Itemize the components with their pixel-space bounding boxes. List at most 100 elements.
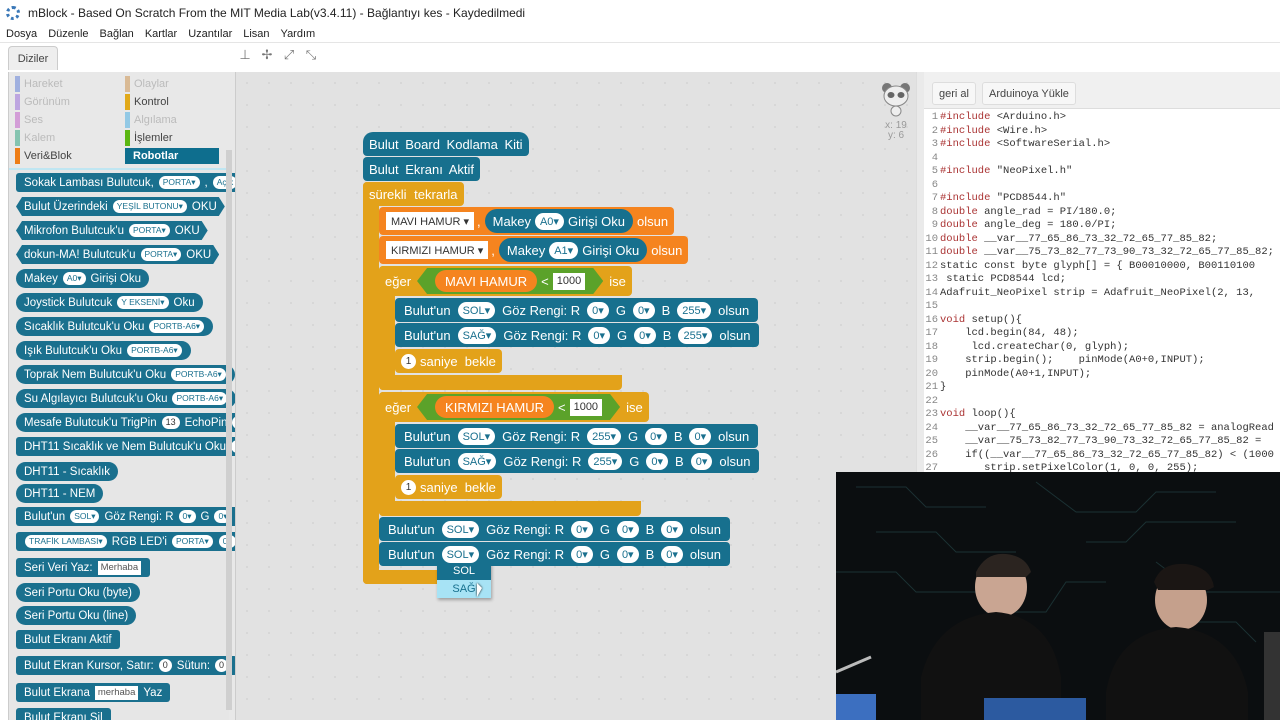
category-görünüm[interactable]: Görünüm [15,94,111,110]
makey-reporter[interactable]: Makey A1▾ Girişi Oku [498,238,648,262]
variable-dropdown[interactable]: MAVI HAMUR ▾ [386,212,475,230]
blue-dropdown[interactable]: 0▾ [689,427,712,445]
category-kontrol[interactable]: Kontrol [125,94,221,110]
menu-duzenle[interactable]: Düzenle [48,27,89,40]
if-kirmizi-block[interactable]: eğer KIRMIZI HAMUR < 1000 ise [379,392,649,422]
block-dropdown[interactable]: YEŞİL BUTONU▾ [113,200,187,213]
palette-block[interactable]: Seri Portu Oku (byte) [16,583,141,602]
green-dropdown[interactable]: 0▾ [616,520,639,538]
block-number-input[interactable]: 12 [232,416,235,429]
wait-block[interactable]: 1 saniye bekle [395,349,502,373]
compare-value[interactable]: 1000 [570,399,602,416]
pin-dropdown[interactable]: A1▾ [549,241,579,259]
block-dropdown[interactable]: PORTB-A6▾ [171,368,226,381]
category-robotlar[interactable]: Robotlar [125,148,219,164]
block-dropdown[interactable]: SOL▾ [70,510,100,523]
green-dropdown[interactable]: 0▾ [616,545,639,563]
shrink-icon[interactable]: ⤡ [305,47,317,62]
red-dropdown[interactable]: 0▾ [571,520,593,538]
green-dropdown[interactable]: 0▾ [634,326,656,344]
category-veri-blok[interactable]: Veri&Blok [15,148,111,164]
block-dropdown[interactable]: Açık [212,176,235,189]
makey-reporter[interactable]: Makey A0▾ Girişi Oku [484,209,634,233]
block-dropdown[interactable]: TRAFİK LAMBASI▾ [25,535,107,548]
undo-button[interactable]: geri al [932,82,976,105]
side-dropdown[interactable]: SOL▾ [441,545,480,563]
screen-on-block[interactable]: Bulut Ekranı Aktif [363,157,480,181]
upload-to-arduino-button[interactable]: Arduinoya Yükle [982,82,1076,105]
side-dropdown[interactable]: SAĞ▾ [457,452,497,470]
block-dropdown[interactable]: Y EKSENİ▾ [117,296,169,309]
hat-block[interactable]: Bulut Board Kodlama Kiti [363,132,529,156]
red-dropdown[interactable]: 255▾ [588,452,623,470]
palette-block[interactable]: DHT11 - NEM [16,484,104,503]
side-dropdown[interactable]: SOL▾ [457,301,496,319]
palette-block[interactable]: Bulut Ekranı Sil [16,708,111,720]
side-dropdown[interactable]: SAĞ▾ [457,326,497,344]
wait-block[interactable]: 1 saniye bekle [395,475,502,499]
block-dropdown[interactable]: PORTB-A6▾ [172,392,228,405]
variable-reporter[interactable]: MAVI HAMUR [435,270,537,292]
menu-kartlar[interactable]: Kartlar [144,27,178,40]
variable-reporter[interactable]: KIRMIZI HAMUR [435,396,554,418]
less-than-operator[interactable]: MAVI HAMUR < 1000 [417,268,603,294]
menu-uzantilar[interactable]: Uzantılar [188,27,233,40]
forever-block[interactable]: sürekli tekrarla [363,182,464,206]
stamp-icon[interactable]: ⊥ [239,47,251,62]
block-dropdown[interactable]: PORTA▾ [158,176,200,189]
red-dropdown[interactable]: 0▾ [587,301,609,319]
palette-block[interactable]: Bulut Ekranı Aktif [16,630,120,649]
palette-block[interactable]: DHT11 - Sıcaklık [16,462,119,481]
green-dropdown[interactable]: 0▾ [645,427,667,445]
blue-dropdown[interactable]: 255▾ [677,301,712,319]
side-dropdown[interactable]: SOL▾ [441,520,480,538]
wait-seconds[interactable]: 1 [401,479,416,495]
stage-divider[interactable] [916,72,924,720]
block-number-input[interactable]: 13 [161,416,180,429]
block-dropdown[interactable]: A0▾ [62,272,86,285]
category-olaylar[interactable]: Olaylar [125,76,221,92]
block-dropdown[interactable]: PORTB-A6▾ [149,320,205,333]
palette-block[interactable]: Sokak Lambası Bulutcuk,PORTA▾,Açık [16,173,235,192]
blue-dropdown[interactable]: 0▾ [690,452,713,470]
red-dropdown[interactable]: 255▾ [587,427,622,445]
tab-diziler[interactable]: Diziler [8,46,58,70]
block-number-input[interactable]: 0 [158,659,172,672]
menu-dosya[interactable]: Dosya [6,27,38,40]
block-dropdown[interactable]: PORTA▾ [129,224,170,237]
set-mavi-hamur-block[interactable]: MAVI HAMUR ▾ , Makey A0▾ Girişi Oku olsu… [379,207,675,235]
set-kirmizi-hamur-block[interactable]: KIRMIZI HAMUR ▾ , Makey A1▾ Girişi Oku o… [379,236,689,264]
blue-dropdown[interactable]: 0▾ [661,545,683,563]
category-kalem[interactable]: Kalem [15,130,111,146]
compare-value[interactable]: 1000 [553,273,585,290]
block-text-input[interactable]: merhaba [94,685,139,700]
pin-dropdown[interactable]: A0▾ [534,212,564,230]
red-dropdown[interactable]: 0▾ [588,326,611,344]
palette-block[interactable]: DHT11 Sıcaklık ve Nem Bulutcuk'u OkuPORT… [16,437,235,456]
green-dropdown[interactable]: 0▾ [632,301,655,319]
green-dropdown[interactable]: 0▾ [646,452,669,470]
palette-scrollbar[interactable] [226,150,232,710]
if-mavi-block[interactable]: eğer MAVI HAMUR < 1000 ise [379,266,632,296]
wait-seconds[interactable]: 1 [401,353,416,369]
palette-block[interactable]: Seri Veri Yaz:Merhaba [16,558,151,577]
grow-icon[interactable]: ⤢ [283,47,295,62]
blue-dropdown[interactable]: 0▾ [661,520,683,538]
category-hareket[interactable]: Hareket [15,76,111,92]
